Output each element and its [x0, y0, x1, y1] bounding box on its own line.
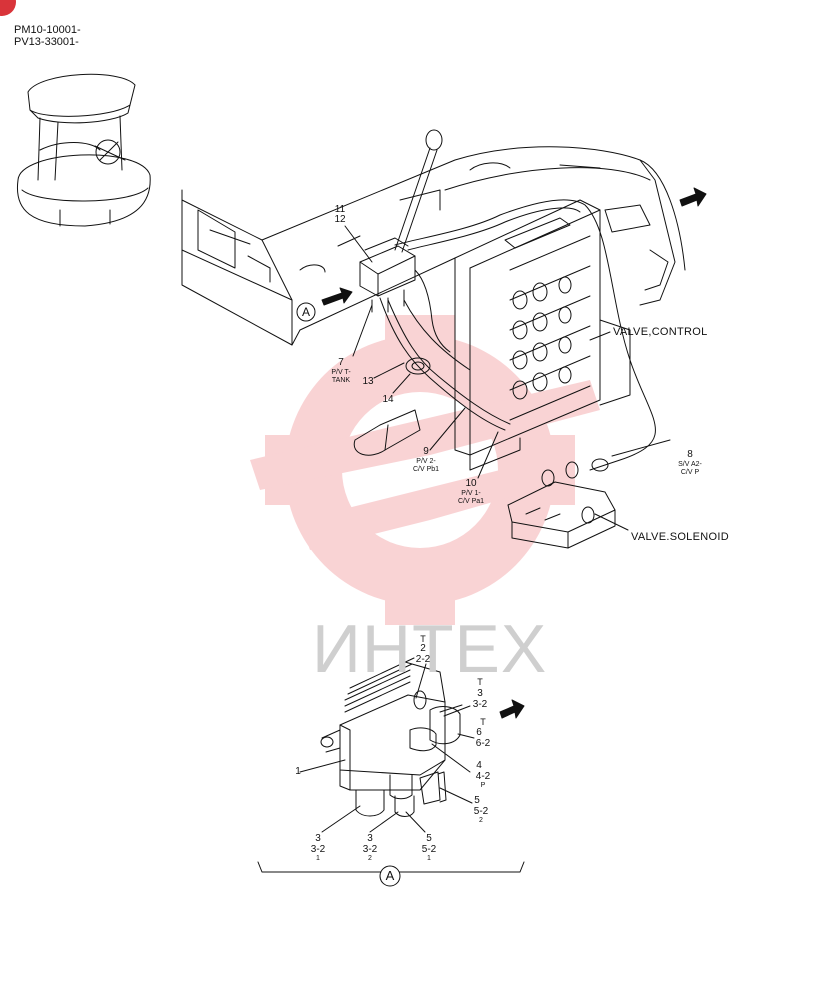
callout-12: 12 — [334, 214, 346, 225]
serial-range-1: PM10-10001- — [14, 24, 81, 36]
detail-port-4-type: P — [480, 782, 486, 789]
callout-9-line2: C/V Pb1 — [412, 466, 440, 473]
detail-leader-lines — [299, 663, 475, 833]
detail-port-6-type: T — [480, 717, 486, 727]
serial-range-2: PV13-33001- — [14, 36, 79, 48]
detail-view-a-label: A — [385, 868, 395, 883]
callout-8: 8 — [687, 449, 693, 460]
watermark-logo — [250, 315, 600, 625]
detail-port-3-sub: 3-2 — [472, 699, 488, 710]
callout-13: 13 — [362, 376, 374, 387]
pilot-valve — [359, 237, 416, 313]
leader-lines — [344, 225, 671, 531]
detail-port-2-type: T — [420, 634, 426, 644]
detail-port-2-sub: 2-2 — [415, 654, 431, 665]
callout-10-line2: C/V Pa1 — [457, 498, 485, 505]
seat-support — [353, 409, 421, 456]
watermark-text: ИНТЕХ — [312, 611, 548, 687]
callout-7-line2: TANK — [331, 377, 351, 384]
detail-a-pilot-valve — [320, 657, 463, 817]
callout-11: 11 — [334, 204, 346, 215]
detail-port-5-sub: 5-2 — [473, 806, 489, 817]
machine-frame — [181, 129, 686, 346]
callout-9-line1: P/V 2- — [416, 458, 436, 465]
pilot-hoses — [379, 199, 656, 471]
spool-fittings — [512, 276, 572, 400]
serial-range: PM10-10001- PV13-33001- — [14, 24, 81, 48]
detail-bottom-3a-index: 1 — [316, 855, 320, 862]
detail-port-4-number: 4 — [476, 760, 482, 771]
direction-arrow-icon — [679, 187, 707, 207]
machine-thumbnail — [16, 73, 151, 227]
solenoid-valve-label: VALVE.SOLENOID — [631, 531, 729, 543]
callout-10-line1: P/V 1- — [461, 490, 481, 497]
detail-view-a-marker — [379, 865, 401, 887]
detail-port-5-index: 2 — [479, 817, 483, 824]
control-valve-block — [454, 199, 631, 471]
detail-bottom-5-number: 5 — [426, 833, 432, 844]
solenoid-valve — [507, 458, 616, 549]
detail-port-6-sub: 6-2 — [475, 738, 491, 749]
callout-10: 10 — [465, 478, 477, 489]
detail-port-3-number: 3 — [477, 688, 483, 699]
detail-bottom-3b-index: 2 — [368, 855, 372, 862]
callout-7-line1: P/V T- — [331, 369, 351, 376]
detail-direction-arrow-icon — [499, 699, 525, 719]
detail-bottom-3a-sub: 3-2 — [310, 844, 326, 855]
detail-bottom-3b-sub: 3-2 — [362, 844, 378, 855]
detail-port-3-type: T — [477, 677, 483, 687]
callout-14: 14 — [382, 394, 394, 405]
detail-port-5-number: 5 — [474, 795, 480, 806]
callout-7: 7 — [338, 357, 344, 368]
view-a-label: A — [301, 305, 311, 319]
callout-9: 9 — [423, 446, 429, 457]
detail-port-2-number: 2 — [420, 643, 426, 654]
detail-bottom-5-sub: 5-2 — [421, 844, 437, 855]
detail-bottom-5-index: 1 — [427, 855, 431, 862]
callout-8-line1: S/V A2- — [678, 461, 702, 468]
view-a-pointer — [321, 287, 353, 306]
detail-bottom-3a-number: 3 — [315, 833, 321, 844]
view-a-marker — [296, 302, 316, 322]
callout-8-line2: C/V P — [680, 469, 700, 476]
control-valve-label: VALVE,CONTROL — [613, 326, 708, 338]
detail-part-1: 1 — [295, 766, 301, 777]
detail-port-6-number: 6 — [476, 727, 482, 738]
detail-port-4-sub: 4-2 — [475, 771, 491, 782]
detail-bottom-3b-number: 3 — [367, 833, 373, 844]
